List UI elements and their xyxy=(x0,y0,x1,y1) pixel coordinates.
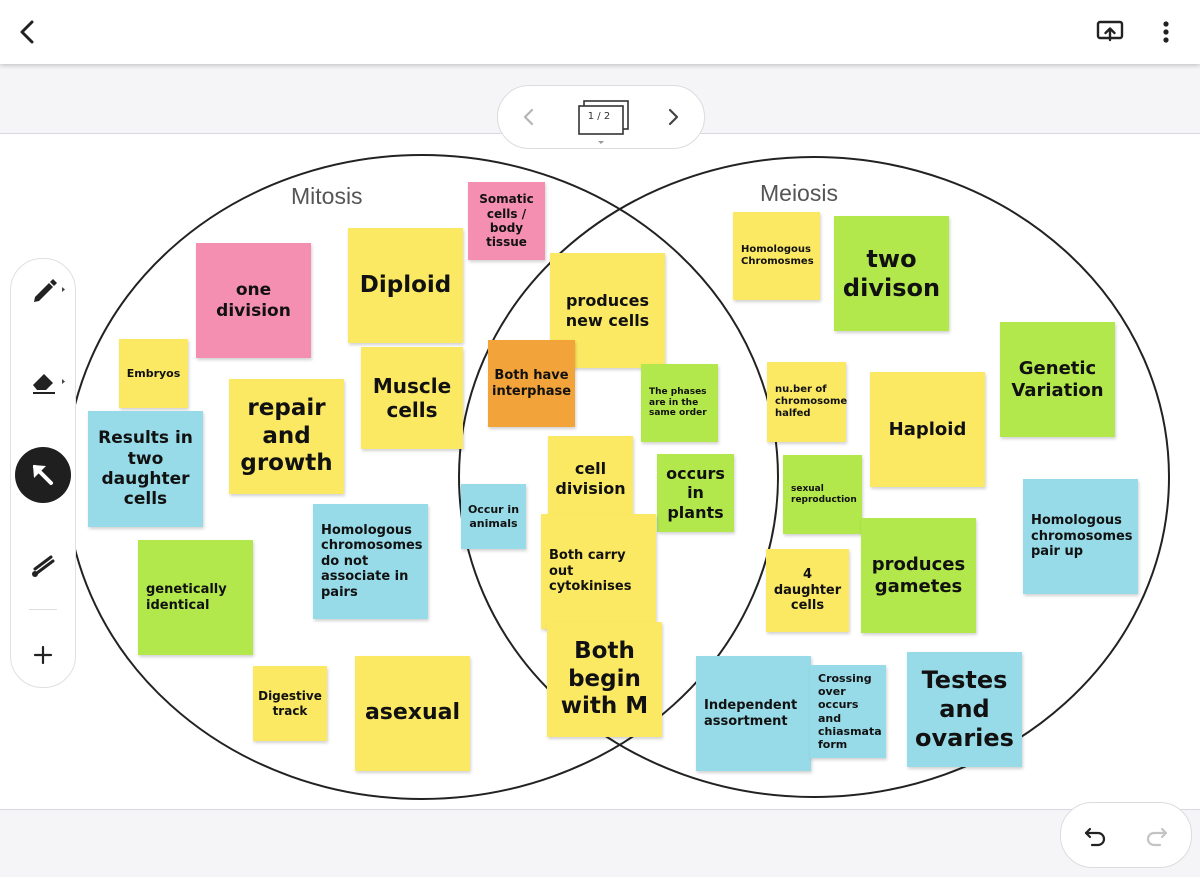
present-screen-icon xyxy=(1096,20,1124,42)
page-navigator: 1 / 2 xyxy=(497,85,705,149)
sticky-note[interactable]: 4 daughter cells xyxy=(766,549,849,632)
more-options-button[interactable] xyxy=(1150,16,1182,48)
back-button[interactable] xyxy=(12,16,44,48)
undo-button[interactable] xyxy=(1081,821,1109,849)
undo-redo-controls xyxy=(1060,802,1192,868)
chevron-right-icon xyxy=(668,108,679,126)
sticky-note[interactable]: Homologous chromosomes pair up xyxy=(1023,479,1138,594)
undo-icon xyxy=(1084,827,1106,847)
eraser-tool-button[interactable] xyxy=(27,365,65,397)
previous-page-button[interactable] xyxy=(516,104,542,130)
sticky-note[interactable]: asexual xyxy=(355,656,470,771)
sticky-note[interactable]: Both begin with M xyxy=(547,622,662,737)
sticky-note[interactable]: Muscle cells xyxy=(361,347,463,449)
plus-icon xyxy=(33,645,53,665)
sticky-note[interactable]: sexual reproduction xyxy=(783,455,862,534)
sticky-note[interactable]: cell division xyxy=(548,436,633,521)
sticky-note[interactable]: repair and growth xyxy=(229,379,344,494)
laser-icon xyxy=(32,555,55,577)
pen-tool-button[interactable] xyxy=(27,273,65,305)
sticky-note[interactable]: Testes and ovaries xyxy=(907,652,1022,767)
sticky-note[interactable]: Homologous chromosomes do not associate … xyxy=(313,504,428,619)
select-tool-button[interactable] xyxy=(15,447,71,503)
page-indicator[interactable]: 1 / 2 xyxy=(576,98,632,144)
sticky-note[interactable]: Embryos xyxy=(119,339,188,408)
more-vert-icon xyxy=(1163,21,1169,43)
sticky-note[interactable]: Both carry out cytokinises xyxy=(541,514,656,629)
redo-icon xyxy=(1146,827,1168,847)
select-arrow-icon xyxy=(33,465,53,485)
chevron-left-icon xyxy=(523,108,534,126)
sticky-note[interactable]: occurs in plants xyxy=(657,454,734,532)
toolbar-divider xyxy=(29,609,57,610)
pen-icon xyxy=(34,279,65,302)
top-app-bar xyxy=(0,0,1200,64)
next-page-button[interactable] xyxy=(660,104,686,130)
drawing-toolbar xyxy=(10,258,76,688)
meiosis-label: Meiosis xyxy=(760,180,838,206)
sticky-note[interactable]: Occur in animals xyxy=(461,484,526,549)
sticky-note[interactable]: genetically identical xyxy=(138,540,253,655)
sticky-note[interactable]: produces gametes xyxy=(861,518,976,633)
sticky-note[interactable]: Diploid xyxy=(348,228,463,343)
sticky-note[interactable]: Genetic Variation xyxy=(1000,322,1115,437)
sticky-note[interactable]: Independent assortment xyxy=(696,656,811,771)
sticky-note[interactable]: The phases are in the same order xyxy=(641,364,718,442)
sticky-note[interactable]: two divison xyxy=(834,216,949,331)
redo-button[interactable] xyxy=(1143,821,1171,849)
laser-tool-button[interactable] xyxy=(27,549,59,581)
sticky-note[interactable]: nu.ber of chromosome halfed xyxy=(767,362,847,442)
chevron-left-icon xyxy=(20,20,34,44)
sticky-note[interactable]: one division xyxy=(196,243,311,358)
mitosis-label: Mitosis xyxy=(291,183,363,209)
eraser-icon xyxy=(33,374,65,394)
sticky-note[interactable]: Somatic cells / body tissue xyxy=(468,182,545,260)
sticky-note[interactable]: Crossing over occurs and chiasmata form xyxy=(810,665,886,758)
whiteboard-canvas[interactable]: Mitosis Meiosis Somatic cells / body tis… xyxy=(0,133,1200,810)
sticky-note[interactable]: Haploid xyxy=(870,372,985,487)
pages-stack-icon xyxy=(578,100,629,144)
sticky-note[interactable]: Results in two daughter cells xyxy=(88,411,203,527)
sticky-note[interactable]: Both have interphase xyxy=(488,340,575,427)
meiosis-circle xyxy=(458,156,1170,798)
present-button[interactable] xyxy=(1094,16,1126,48)
sticky-note[interactable]: Digestive track xyxy=(253,666,327,741)
sticky-note[interactable]: Homologous Chromosmes xyxy=(733,212,820,300)
add-button[interactable] xyxy=(27,639,59,671)
page-number-label: 1 / 2 xyxy=(587,111,611,122)
sticky-note[interactable]: produces new cells xyxy=(550,253,665,368)
